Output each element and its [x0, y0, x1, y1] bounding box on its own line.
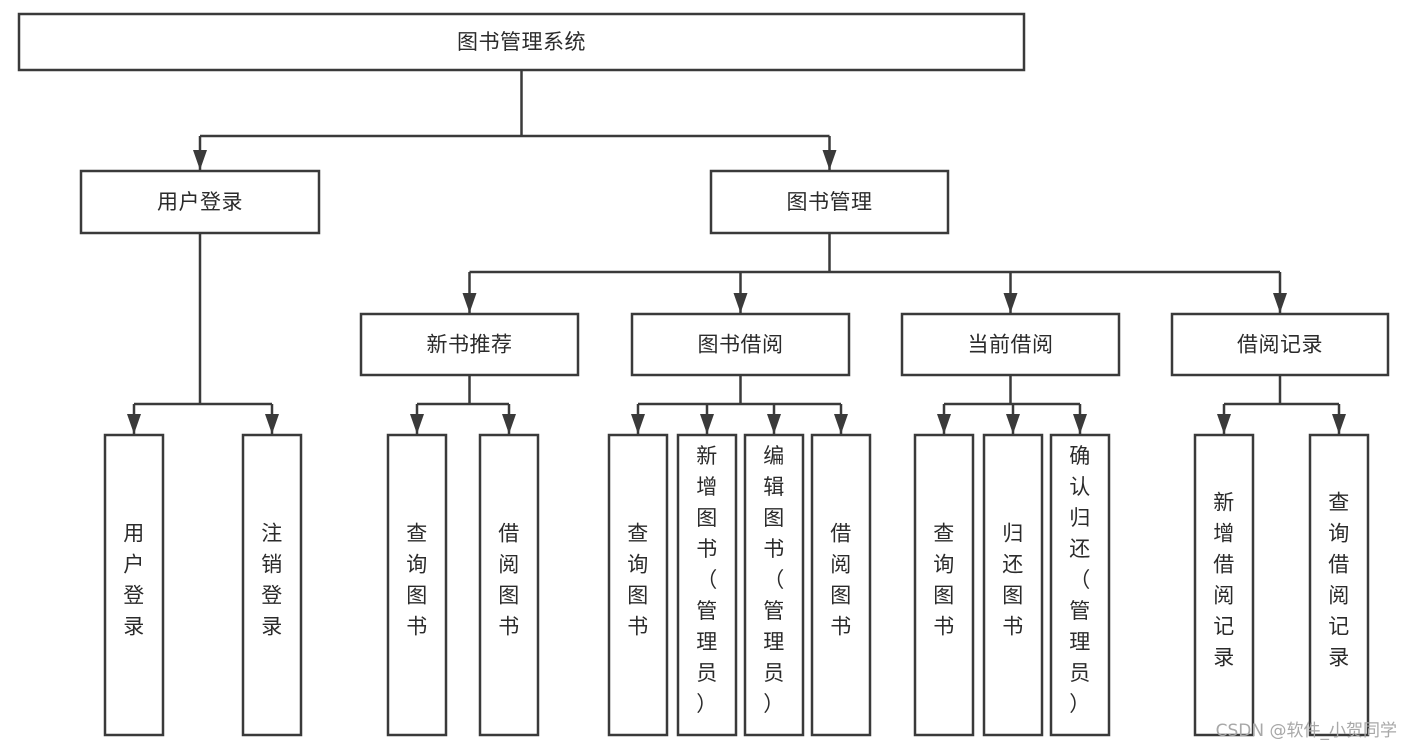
arrow-head-icon [767, 414, 781, 434]
node-label-current-confirm-return: 确认归还（管理员） [1069, 444, 1091, 716]
node-box-recommend-borrow-book [478, 433, 540, 737]
node-label-root: 图书管理系统 [457, 30, 586, 54]
node-root[interactable]: 图书管理系统 [17, 12, 1026, 72]
node-box-borrow-add-book [676, 433, 738, 737]
node-label-new-book-recommend: 新书推荐 [427, 333, 513, 357]
node-label-current-return-book: 归还图书 [1002, 522, 1024, 639]
arrow-head-icon [193, 150, 207, 170]
node-user-login-logout[interactable]: 注销登录 [241, 433, 303, 737]
node-box-new-book-recommend [359, 312, 580, 377]
node-box-borrow-edit-book [743, 433, 805, 737]
node-box-user-login-login [103, 433, 165, 737]
node-label-recommend-query-book: 查询图书 [406, 522, 428, 639]
arrow-head-icon [733, 293, 748, 313]
node-label-recommend-borrow-book: 借阅图书 [498, 522, 520, 639]
node-label-borrow-add-book: 新增图书（管理员） [696, 444, 718, 716]
arrow-head-icon [265, 414, 279, 434]
arrow-head-icon [1217, 414, 1231, 434]
node-current-query-book[interactable]: 查询图书 [913, 433, 975, 737]
node-box-book-management [709, 169, 950, 235]
arrow-head-icon [631, 414, 645, 434]
arrow-head-icon [127, 414, 141, 434]
node-recommend-borrow-book[interactable]: 借阅图书 [478, 433, 540, 737]
arrow-head-icon [822, 150, 837, 170]
arrow-head-icon [502, 414, 516, 434]
node-box-user-login [79, 169, 321, 235]
node-user-login[interactable]: 用户登录 [79, 169, 321, 235]
node-label-user-login-logout: 注销登录 [261, 522, 283, 639]
node-borrow-borrow-book[interactable]: 借阅图书 [810, 433, 872, 737]
node-user-login-login[interactable]: 用户登录 [103, 433, 165, 737]
arrow-head-icon [700, 414, 714, 434]
node-label-borrow-borrow-book: 借阅图书 [830, 522, 852, 639]
node-borrow-edit-book[interactable]: 编辑图书（管理员） [743, 433, 805, 737]
node-label-borrow-query-book: 查询图书 [627, 522, 649, 639]
arrow-head-icon [1332, 414, 1346, 434]
node-borrow-record[interactable]: 借阅记录 [1170, 312, 1390, 377]
node-label-borrow-edit-book: 编辑图书（管理员） [763, 444, 785, 716]
node-label-book-borrow: 图书借阅 [698, 333, 784, 357]
nodes-layer: 图书管理系统用户登录用户登录注销登录图书管理新书推荐查询图书借阅图书图书借阅查询… [17, 12, 1390, 737]
node-box-current-return-book [982, 433, 1044, 737]
node-label-record-query: 查询借阅记录 [1328, 491, 1350, 670]
arrow-head-icon [1003, 293, 1018, 313]
node-current-confirm-return[interactable]: 确认归还（管理员） [1049, 433, 1111, 737]
node-label-current-query-book: 查询图书 [933, 522, 955, 639]
node-box-record-add [1193, 433, 1255, 737]
node-label-book-management: 图书管理 [787, 190, 873, 214]
node-book-borrow[interactable]: 图书借阅 [630, 312, 851, 377]
node-current-return-book[interactable]: 归还图书 [982, 433, 1044, 737]
node-label-user-login: 用户登录 [157, 190, 243, 214]
node-box-user-login-logout [241, 433, 303, 737]
node-box-current-confirm-return [1049, 433, 1111, 737]
node-label-borrow-record: 借阅记录 [1237, 333, 1323, 357]
node-box-borrow-query-book [607, 433, 669, 737]
node-label-current-borrow: 当前借阅 [968, 333, 1054, 357]
node-record-query[interactable]: 查询借阅记录 [1308, 433, 1370, 737]
node-box-current-query-book [913, 433, 975, 737]
csdn-watermark: CSDN @软件_小贺同学 [1215, 721, 1397, 741]
node-label-user-login-login: 用户登录 [123, 522, 145, 639]
node-borrow-query-book[interactable]: 查询图书 [607, 433, 669, 737]
node-current-borrow[interactable]: 当前借阅 [900, 312, 1121, 377]
arrow-head-icon [834, 414, 848, 434]
arrow-head-icon [1006, 414, 1020, 434]
node-book-management[interactable]: 图书管理 [709, 169, 950, 235]
node-box-recommend-query-book [386, 433, 448, 737]
arrow-head-icon [1073, 414, 1087, 434]
node-label-record-add: 新增借阅记录 [1213, 491, 1235, 670]
node-record-add[interactable]: 新增借阅记录 [1193, 433, 1255, 737]
arrow-head-icon [1273, 293, 1287, 313]
node-box-record-query [1308, 433, 1370, 737]
connectors-layer [127, 70, 1346, 434]
node-box-book-borrow [630, 312, 851, 377]
node-box-current-borrow [900, 312, 1121, 377]
node-recommend-query-book[interactable]: 查询图书 [386, 433, 448, 737]
node-box-root [17, 12, 1026, 72]
arrow-head-icon [937, 414, 951, 434]
node-box-borrow-record [1170, 312, 1390, 377]
node-borrow-add-book[interactable]: 新增图书（管理员） [676, 433, 738, 737]
arrow-head-icon [410, 414, 424, 434]
arrow-head-icon [462, 293, 477, 313]
node-box-borrow-borrow-book [810, 433, 872, 737]
node-new-book-recommend[interactable]: 新书推荐 [359, 312, 580, 377]
